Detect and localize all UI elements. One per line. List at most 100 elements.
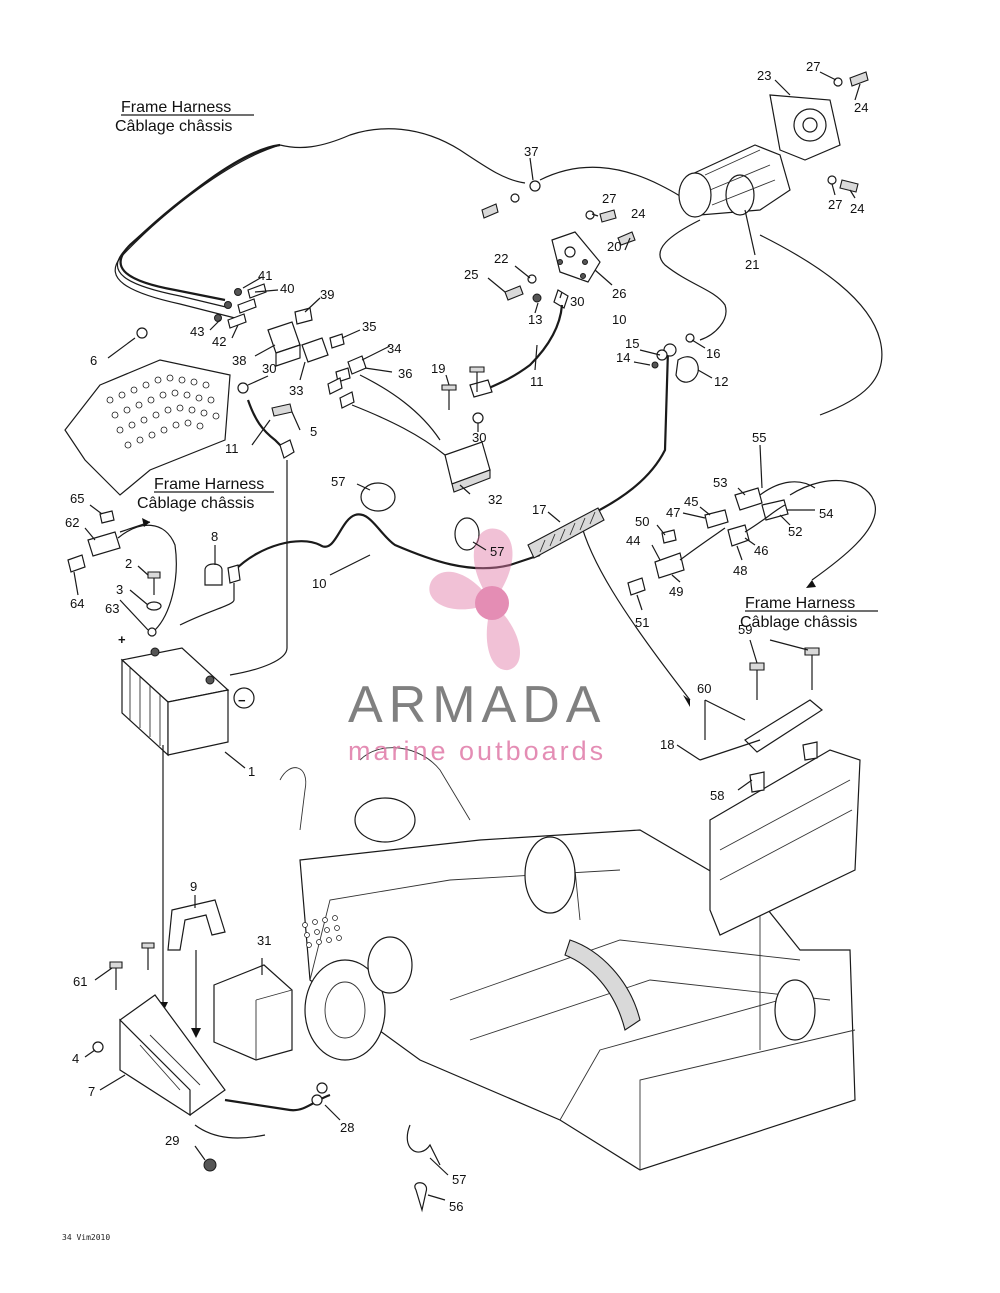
battery-bolts: [146, 571, 162, 637]
battery-strap-9: [167, 899, 226, 1038]
callout-11-upper: 11: [530, 374, 544, 389]
callout-3: 3: [116, 582, 123, 597]
cable-tie-57-bottom: [406, 1124, 441, 1213]
callout-15: 15: [625, 336, 639, 351]
callout-30-module: 30: [472, 430, 486, 445]
callout-26: 26: [612, 286, 626, 301]
propeller-logo: [429, 528, 520, 671]
callout-57-middle: 57: [490, 544, 504, 559]
callout-20: 20: [607, 239, 621, 254]
callout-64: 64: [70, 596, 84, 611]
callout-41: 41: [258, 268, 272, 283]
starter-motor: [678, 94, 841, 218]
callout-17: 17: [532, 502, 546, 517]
callout-43: 43: [190, 324, 204, 339]
callout-38: 38: [232, 353, 246, 368]
callout-52: 52: [788, 524, 802, 539]
callout-14: 14: [616, 350, 630, 365]
negative-terminal-sign: −: [238, 693, 246, 708]
callout-46: 46: [754, 543, 768, 558]
control-module-32: [444, 441, 491, 493]
callout-30-plate: 30: [570, 294, 584, 309]
callout-12: 12: [714, 374, 728, 389]
callout-49: 49: [669, 584, 683, 599]
battery: + −: [118, 632, 255, 757]
callout-22: 22: [494, 251, 508, 266]
callout-34: 34: [387, 341, 401, 356]
starter-bolts: [827, 71, 869, 193]
callout-30-left: 30: [262, 361, 276, 376]
callout-27-top: 27: [806, 59, 820, 74]
electrical-cover-6: [64, 327, 231, 496]
callout-4: 4: [72, 1051, 79, 1066]
frame-harness-label-top: Frame Harness Câblage châssis: [115, 99, 254, 135]
callout-7: 7: [88, 1084, 95, 1099]
callout-58: 58: [710, 788, 724, 803]
callout-61: 61: [73, 974, 87, 989]
callout-36: 36: [398, 366, 412, 381]
callout-25: 25: [464, 267, 478, 282]
callout-53: 53: [713, 475, 727, 490]
leader-lines: [73, 71, 861, 1201]
callout-39: 39: [320, 287, 334, 302]
callout-10-upper: 10: [612, 312, 626, 327]
frame-harness-label-left: Frame Harness Câblage châssis: [137, 476, 274, 512]
callout-56: 56: [449, 1199, 463, 1214]
harness-label-fr: Câblage châssis: [137, 495, 254, 512]
callout-18: 18: [660, 737, 674, 752]
callout-1: 1: [248, 764, 255, 779]
connectors-62-65: [67, 510, 177, 631]
harness-connectors-40-43: [214, 283, 267, 329]
terminal-boot-12: [651, 333, 699, 383]
callout-2: 2: [125, 556, 132, 571]
callout-11-left: 11: [225, 441, 239, 456]
callout-37: 37: [524, 144, 538, 159]
callout-27-middle: 27: [602, 191, 616, 206]
callout-47: 47: [666, 505, 680, 520]
callout-23: 23: [757, 68, 771, 83]
callout-31: 31: [257, 933, 271, 948]
cable-11-upper: [469, 304, 564, 398]
callout-24-right: 24: [850, 201, 864, 216]
callout-8: 8: [211, 529, 218, 544]
harness-label-en: Frame Harness: [745, 595, 855, 612]
callout-50: 50: [635, 514, 649, 529]
callout-numbers: 1 2 3 4 5 6 7 8 9 10 10 11 11 12 13 14 1…: [65, 59, 868, 1214]
frame-harness-label-right: Frame Harness Câblage châssis: [740, 595, 878, 631]
callout-24-middle: 24: [631, 206, 645, 221]
callout-27-right: 27: [828, 197, 842, 212]
callout-54: 54: [819, 506, 833, 521]
callout-57-bottom: 57: [452, 1172, 466, 1187]
callout-35: 35: [362, 319, 376, 334]
callout-40: 40: [280, 281, 294, 296]
callout-62: 62: [65, 515, 79, 530]
callout-13: 13: [528, 312, 542, 327]
callout-29: 29: [165, 1133, 179, 1148]
callout-48: 48: [733, 563, 747, 578]
bolts-19: [441, 366, 485, 424]
harness-label-en: Frame Harness: [154, 476, 264, 493]
callout-19: 19: [431, 361, 445, 376]
callout-16: 16: [706, 346, 720, 361]
callout-24-top: 24: [854, 100, 868, 115]
callout-6: 6: [90, 353, 97, 368]
callout-45: 45: [684, 494, 698, 509]
frame-harness-wires: [114, 128, 883, 707]
harness-label-fr: Câblage châssis: [740, 614, 857, 631]
armada-watermark: ARMADA marine outboards: [348, 528, 606, 766]
solenoid-relays: [267, 307, 446, 456]
callout-57-upper: 57: [331, 474, 345, 489]
positive-terminal-sign: +: [118, 632, 126, 647]
harness-sleeve-17: [527, 507, 605, 559]
watermark-brand: ARMADA: [348, 676, 606, 734]
callout-55: 55: [752, 430, 766, 445]
callout-59: 59: [738, 622, 752, 637]
cover-31: [213, 964, 293, 1061]
cable-11-left: [229, 382, 295, 676]
callout-9: 9: [190, 879, 197, 894]
callout-28: 28: [340, 1120, 354, 1135]
harness-label-fr: Câblage châssis: [115, 118, 232, 135]
cable-10: [234, 349, 670, 571]
callout-51: 51: [635, 615, 649, 630]
